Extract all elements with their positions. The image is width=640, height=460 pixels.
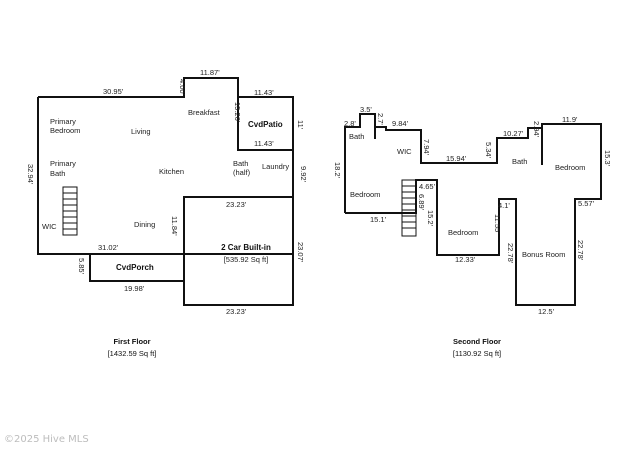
first-floor-area: [1432.59 Sq ft] xyxy=(108,349,157,358)
dim-5-57: 5.57' xyxy=(578,199,595,208)
room-kitchen: Kitchen xyxy=(159,167,184,176)
dim-9-84: 9.84' xyxy=(392,119,409,128)
dim-breakfast-vertical: 15.26' xyxy=(233,102,242,123)
dim-15-1: 15.1' xyxy=(370,215,387,224)
dim-6-89: 6.89' xyxy=(417,194,426,211)
dim-4-1: 4.1' xyxy=(498,201,510,210)
second-floor-plan: Bath WIC Bath Bedroom Bedroom Bedroom Bo… xyxy=(333,105,612,358)
room-cvd-porch: CvdPorch xyxy=(116,263,154,272)
second-floor-title: Second Floor xyxy=(453,337,501,346)
dim-notch: 4.00' xyxy=(178,79,187,96)
dim-22-78-right: 22.78' xyxy=(576,240,585,261)
room-bedroom-left: Bedroom xyxy=(350,190,380,199)
dim-2-8: 2.8' xyxy=(344,119,356,128)
dim-15-2: 15.2' xyxy=(426,210,435,227)
room-bath-right: Bath xyxy=(512,157,527,166)
first-floor-title: First Floor xyxy=(113,337,150,346)
dim-22-78-left: 22.78' xyxy=(506,243,515,264)
second-floor-outer-wall xyxy=(344,113,602,306)
dim-garage-right: 23.07' xyxy=(296,242,305,263)
room-bath-half-line1: Bath xyxy=(233,159,248,168)
dim-top-left: 30.95' xyxy=(103,87,124,96)
dim-15-3: 15.3' xyxy=(603,150,612,167)
dim-top-mid: 11.87' xyxy=(200,68,220,77)
mls-watermark: ©2025 Hive MLS xyxy=(4,434,89,445)
dim-11-55: 11.55' xyxy=(493,214,502,234)
room-bath-left: Bath xyxy=(349,132,364,141)
dim-12-33: 12.33' xyxy=(455,255,476,264)
dim-dining-vertical: 11.84' xyxy=(170,216,179,236)
room-laundry: Laundry xyxy=(262,162,289,171)
garage-area: [535.92 Sq ft] xyxy=(224,255,269,264)
room-living: Living xyxy=(131,127,151,136)
dim-garage-top: 23.23' xyxy=(226,200,247,209)
dim-porch-bottom: 19.98' xyxy=(124,284,145,293)
dim-patio-bottom: 11.43' xyxy=(254,139,274,148)
dim-15-94: 15.94' xyxy=(446,154,467,163)
room-primary-bedroom-line2: Bedroom xyxy=(50,126,80,135)
patio-wall xyxy=(237,97,293,151)
dim-7-94: 7.94' xyxy=(422,139,431,156)
dim-patio-right: 11' xyxy=(296,120,305,130)
dim-patio-top: 11.43' xyxy=(254,88,274,97)
room-primary-bedroom-line1: Primary xyxy=(50,117,76,126)
room-primary-bath-line2: Bath xyxy=(50,169,65,178)
dim-porch-left: 5.85' xyxy=(77,258,86,275)
porch-wall xyxy=(89,254,184,282)
second-floor-stairs xyxy=(401,179,417,237)
dim-2-7: 2.7' xyxy=(376,113,385,125)
dim-2-94: 2.94' xyxy=(532,121,541,138)
room-wic: WIC xyxy=(42,222,57,231)
room-bonus: Bonus Room xyxy=(522,250,565,259)
room-dining: Dining xyxy=(134,220,155,229)
first-floor-plan: Primary Bedroom Living Breakfast CvdPati… xyxy=(26,68,308,358)
room-bath-half-line2: (half) xyxy=(233,168,251,177)
dim-10-27: 10.27' xyxy=(503,129,524,138)
room-bedroom-mid: Bedroom xyxy=(448,228,478,237)
first-floor-stairs xyxy=(62,186,78,236)
dim-5-34: 5.34' xyxy=(484,142,493,159)
dim-garage-bottom: 23.23' xyxy=(226,307,247,316)
room-garage: 2 Car Built-in xyxy=(221,243,271,252)
room-cvd-patio: CvdPatio xyxy=(248,120,283,129)
room-primary-bath-line1: Primary xyxy=(50,159,76,168)
dim-porch-top: 31.02' xyxy=(98,243,119,252)
dim-11-9: 11.9' xyxy=(562,115,578,124)
dim-3-5: 3.5' xyxy=(360,105,372,114)
first-floor-outer-wall xyxy=(37,77,294,306)
dim-4-65: 4.65' xyxy=(419,182,436,191)
dim-laundry-right: 9.92' xyxy=(299,166,308,183)
dim-left-wall: 32.94' xyxy=(26,164,35,185)
dim-12-5: 12.5' xyxy=(538,307,555,316)
room-bedroom-right: Bedroom xyxy=(555,163,585,172)
second-floor-area: [1130.92 Sq ft] xyxy=(453,349,501,358)
room-breakfast: Breakfast xyxy=(188,108,221,117)
room-wic-second: WIC xyxy=(397,147,412,156)
dim-18-2: 18.2' xyxy=(333,162,342,179)
